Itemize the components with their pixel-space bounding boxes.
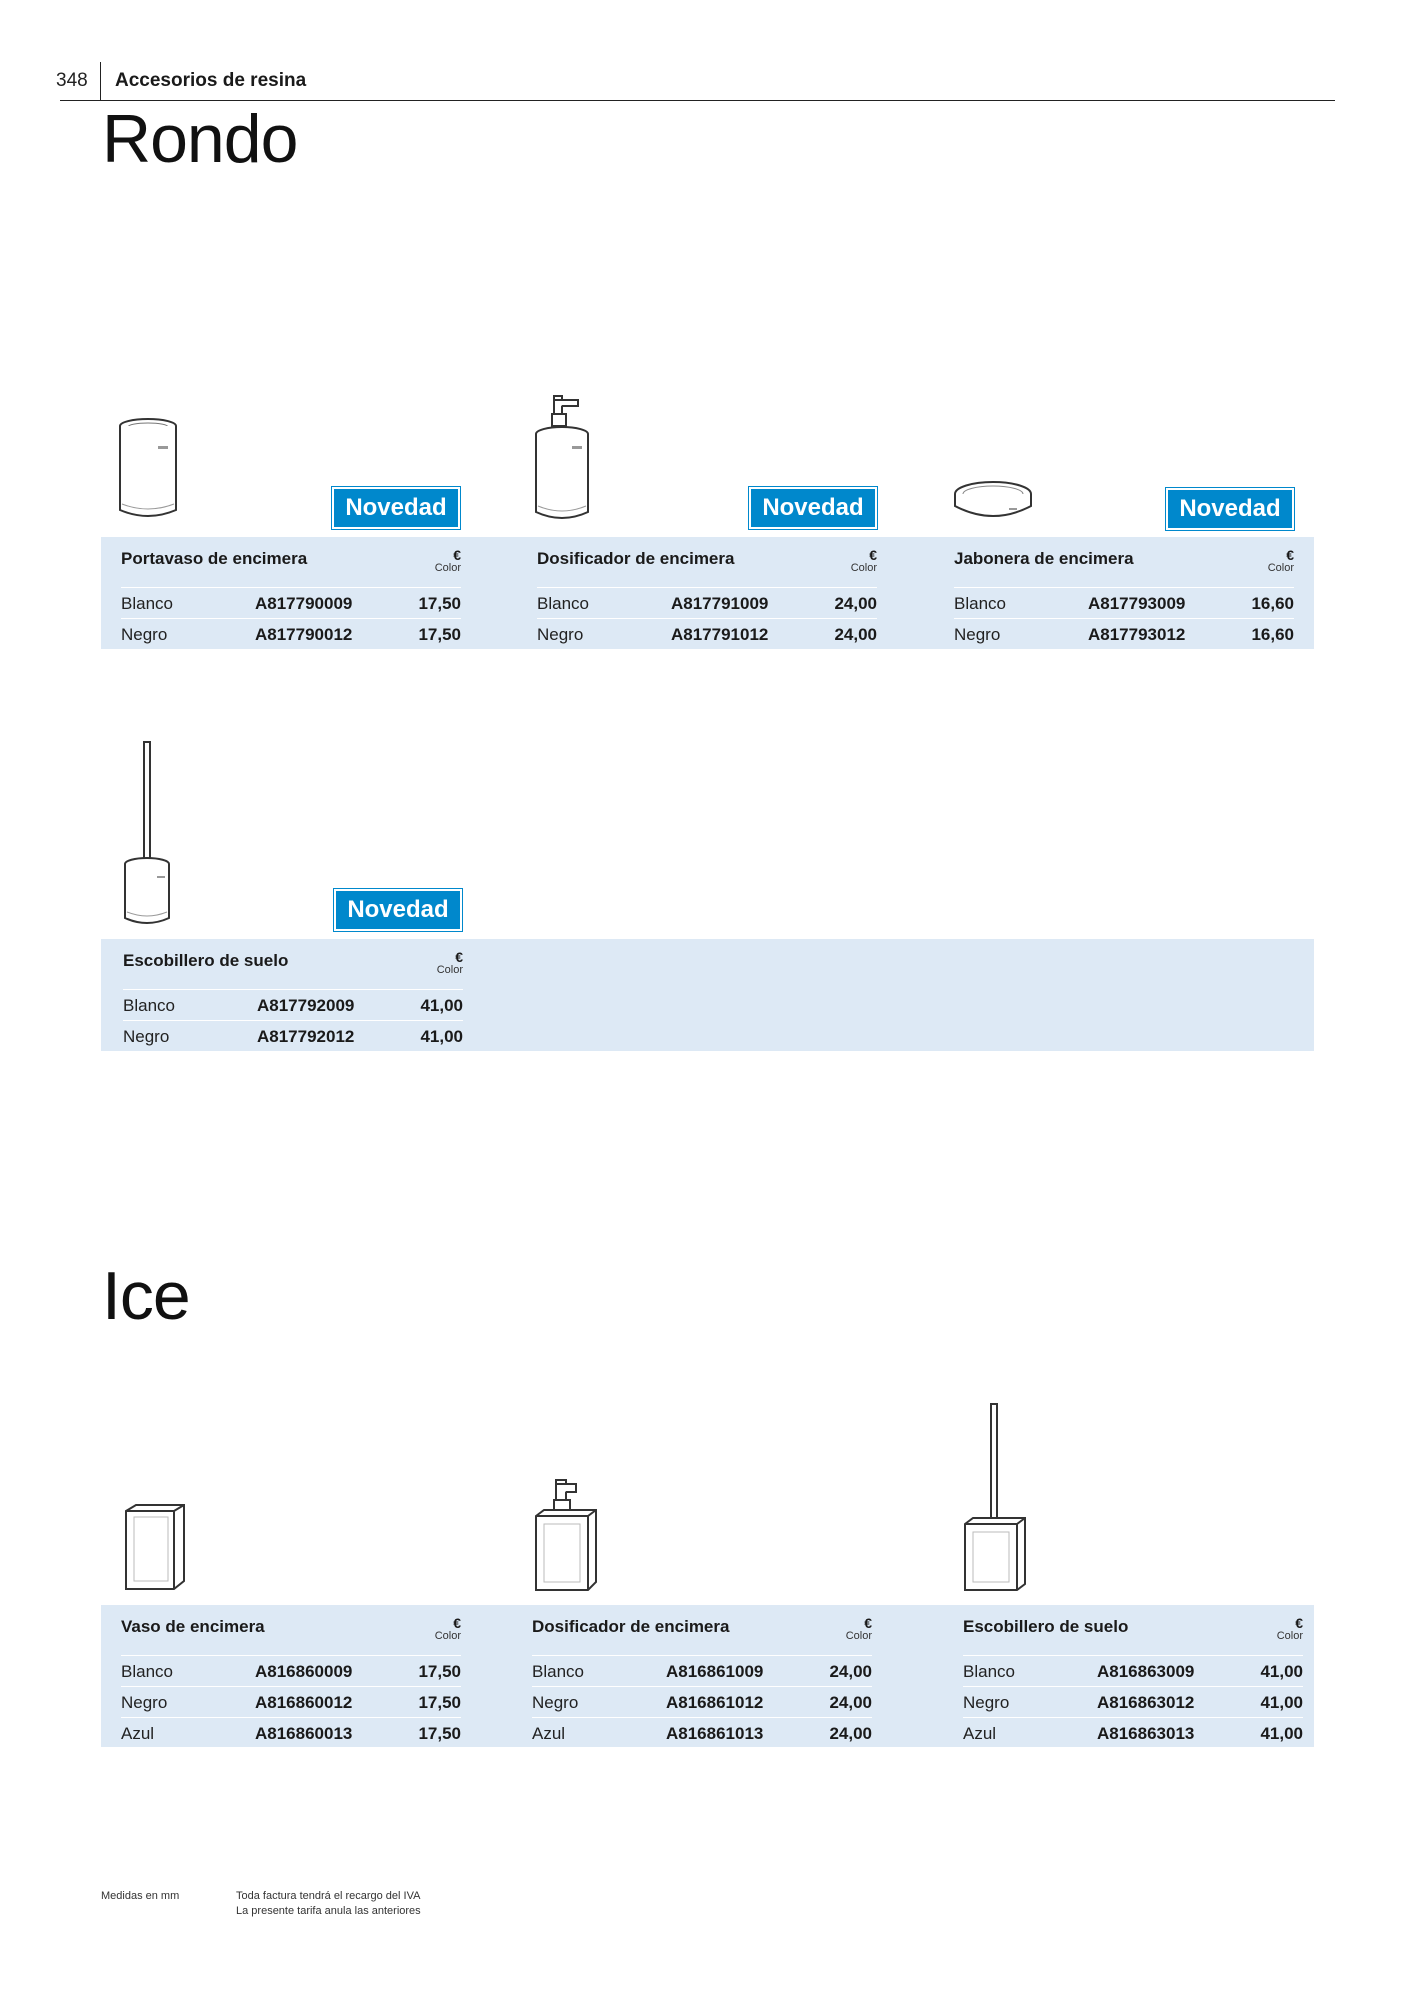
square-soap-dispenser-icon [535,1479,597,1591]
price-unit: €Color [845,1615,872,1642]
round-soap-dispenser-icon [535,395,589,519]
square-tumbler-icon [125,1504,185,1590]
round-tumbler-icon [119,418,177,517]
product-name: Dosificador de encimera [532,1617,730,1636]
collection-title-rondo: Rondo [102,101,298,177]
header-rule [60,100,1335,101]
footer-note-tarifa: La presente tarifa anula las anteriores [236,1905,421,1917]
collection-title-ice: Ice [102,1258,191,1334]
product-name: Vaso de encimera [121,1617,265,1636]
novedad-badge: Novedad [334,889,462,931]
square-toilet-brush-icon [964,1403,1026,1591]
price-unit: €Color [434,1615,461,1642]
product-name: Dosificador de encimera [537,549,735,568]
price-unit: €Color [434,547,461,574]
product-name: Escobillero de suelo [963,1617,1129,1636]
product-name: Portavaso de encimera [121,549,308,568]
section-title: Accesorios de resina [115,70,307,91]
price-unit: €Color [1276,1615,1303,1642]
footer-notes: Toda factura tendrá el recargo del IVA L… [236,1889,421,1919]
price-unit: €Color [850,547,877,574]
product-panel [101,939,1314,1051]
price-unit: €Color [1267,547,1294,574]
footer-note-iva: Toda factura tendrá el recargo del IVA [236,1890,421,1902]
product-name: Escobillero de suelo [123,951,289,970]
header-separator [100,62,101,100]
novedad-badge: Novedad [1166,488,1294,530]
round-toilet-brush-icon [124,741,170,924]
page-number: 348 [56,70,88,91]
novedad-badge: Novedad [749,487,877,529]
round-soap-dish-icon [954,481,1032,517]
product-panel [101,1605,1314,1747]
novedad-badge: Novedad [332,487,460,529]
product-panel [101,537,1314,649]
product-name: Jabonera de encimera [954,549,1134,568]
footer-measures: Medidas en mm [101,1890,180,1902]
price-unit: €Color [436,949,463,976]
